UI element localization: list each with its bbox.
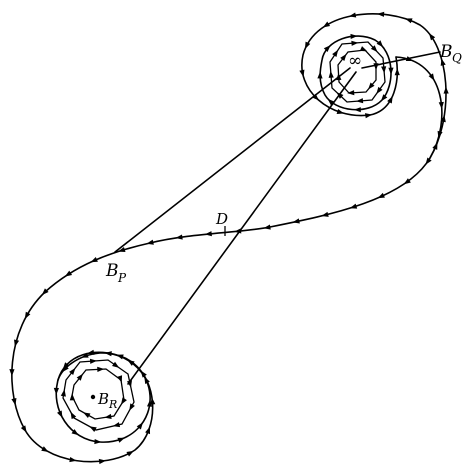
label-bp-sub: P (117, 271, 127, 285)
arrowhead-upper-loop (443, 86, 449, 94)
arrowhead-main-curve (22, 311, 31, 321)
arrowhead-lower-inner-2 (118, 397, 127, 407)
lower-outer-loop (55, 352, 151, 443)
arrowhead-main-curve (204, 231, 212, 237)
arrowhead-upper-inner-2 (332, 48, 341, 57)
arrowhead-upper-inner-1 (388, 67, 394, 75)
arrowhead-upper-inner-3 (335, 72, 342, 81)
arrowhead-lower-inner-2 (81, 410, 91, 419)
arrowhead-main-curve (376, 192, 385, 201)
arrowhead-upper-loop (404, 16, 413, 24)
arrowhead-lower-outer (53, 387, 59, 395)
line-bp-to-infinity (114, 67, 351, 253)
label-br: B (97, 390, 109, 408)
line-br-to-infinity (127, 71, 357, 385)
arrowhead-upper-inner-2 (351, 40, 359, 46)
arrowhead-lower-outer (94, 438, 102, 445)
arrowhead-upper-inner-3 (373, 63, 379, 71)
arrowhead-main-curve (438, 101, 445, 110)
direction-arrows (9, 11, 449, 465)
arrowhead-lower-inner-2 (97, 366, 105, 372)
arrowhead-upper-loop (376, 11, 385, 17)
arrowhead-lower-inner-2 (117, 375, 125, 384)
arrowhead-upper-loop (394, 68, 400, 76)
label-bp: B (105, 261, 119, 281)
arrowhead-main-curve (89, 256, 98, 265)
point-br (90, 394, 96, 400)
arrowhead-main-curve (9, 369, 15, 377)
arrowhead-upper-inner-1 (350, 33, 358, 40)
lower-inner-loop-2 (71, 368, 125, 420)
arrowhead-lower-inner-2 (69, 393, 75, 401)
arrowhead-lower-outer (104, 350, 112, 357)
label-bq: B (439, 42, 453, 62)
arrowhead-upper-inner-1 (353, 107, 361, 113)
upper-inner-loop-3 (337, 49, 377, 94)
label-br-sub: R (108, 398, 117, 411)
arrowhead-lower-inner-1 (126, 403, 135, 412)
arrowhead-upper-inner-2 (355, 98, 364, 104)
main-contour-path (11, 56, 443, 463)
label-d: D (215, 210, 228, 228)
arrowhead-lower-outer (117, 435, 126, 443)
label-infinity: ∞ (348, 51, 362, 71)
arrowhead-lower-outer (57, 410, 65, 420)
arrowhead-main-curve (126, 448, 136, 457)
arrowhead-main-curve (145, 425, 153, 435)
arrowhead-upper-inner-3 (347, 90, 355, 96)
arrowhead-upper-inner-2 (328, 70, 334, 78)
arrowhead-upper-loop (302, 41, 311, 51)
arrowhead-upper-inner-2 (381, 66, 387, 74)
label-bq-sub: Q (452, 51, 462, 65)
arrowhead-upper-inner-1 (317, 71, 323, 79)
arrowhead-main-curve (20, 425, 29, 435)
arrowhead-main-curve (117, 247, 126, 255)
arrowhead-lower-inner-1 (88, 424, 97, 432)
arrowhead-lower-inner-1 (89, 358, 98, 364)
